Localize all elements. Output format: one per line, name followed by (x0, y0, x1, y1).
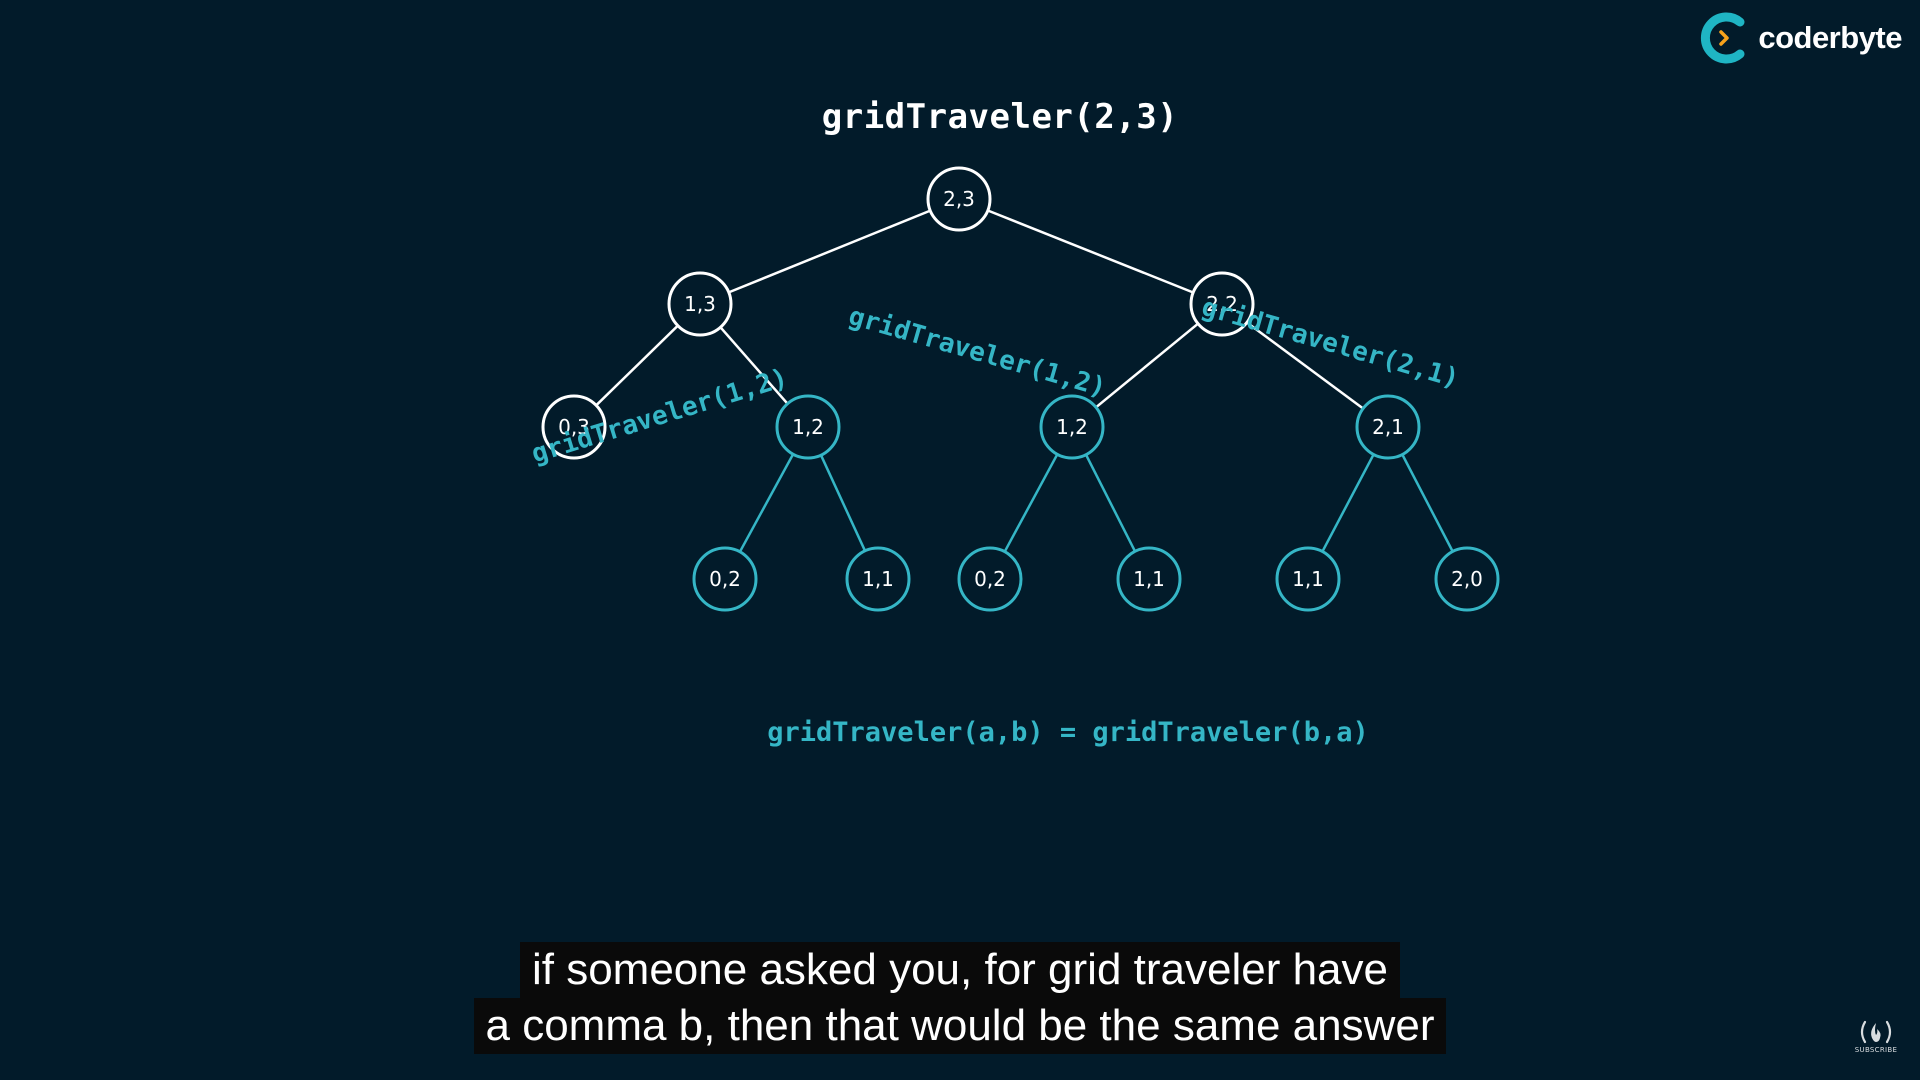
node-circle (1116, 546, 1182, 612)
call-annotation-2: gridTraveler(1,2) (845, 301, 1109, 403)
tree-edge-2-3-to-1-3 (728, 209, 931, 294)
tree-node-2-2: 2,2 (1189, 271, 1255, 337)
tree-node-1-1: 1,1 (845, 546, 911, 612)
tree-edge-1-3-to-1-2 (719, 326, 789, 405)
node-label: 0,3 (558, 415, 590, 439)
tree-edge-1-2-to-0-2 (738, 453, 795, 553)
node-label: 1,1 (1133, 567, 1165, 591)
tree-edge-2-1-to-1-1 (1321, 453, 1375, 553)
node-label: 1,1 (1292, 567, 1324, 591)
node-label: 1,2 (1056, 415, 1088, 439)
tree-node-0-2: 0,2 (957, 546, 1023, 612)
node-label: 2,1 (1372, 415, 1404, 439)
node-circle (541, 394, 607, 460)
node-label: 1,3 (684, 292, 716, 316)
tree-node-2-1: 2,1 (1355, 394, 1421, 460)
node-label: 1,2 (792, 415, 824, 439)
tree-edge-2-2-to-1-2 (1095, 322, 1199, 409)
subscribe-watermark[interactable]: SUBSCRIBE (1854, 1018, 1898, 1054)
tree-node-2-3: 2,3 (926, 166, 992, 232)
node-circle (1434, 546, 1500, 612)
tree-node-1-2: 1,2 (775, 394, 841, 460)
node-label: 2,2 (1206, 292, 1238, 316)
tree-edge-1-2-to-1-1 (1084, 454, 1137, 552)
node-circle (1039, 394, 1105, 460)
node-circle (926, 166, 992, 232)
tree-edge-2-1-to-2-0 (1401, 453, 1454, 553)
node-circle (1355, 394, 1421, 460)
symmetry-formula: gridTraveler(a,b) = gridTraveler(b,a) (767, 717, 1369, 748)
coderbyte-c-icon (1701, 12, 1745, 64)
tree-edge-1-2-to-1-1 (819, 454, 867, 552)
node-circle (1189, 271, 1255, 337)
tree-node-1-1: 1,1 (1275, 546, 1341, 612)
node-circle (845, 546, 911, 612)
subtitle-captions: if someone asked you, for grid traveler … (0, 942, 1920, 1054)
tree-edge-2-3-to-2-2 (987, 209, 1194, 294)
node-circle (957, 546, 1023, 612)
node-label: 2,3 (943, 187, 975, 211)
node-circle (775, 394, 841, 460)
node-label: 2,0 (1451, 567, 1483, 591)
node-label: 0,2 (974, 567, 1006, 591)
node-circle (692, 546, 758, 612)
node-label: 0,2 (709, 567, 741, 591)
diagram-title: gridTraveler(2,3) (821, 97, 1179, 137)
freecodecamp-flame-icon (1860, 1020, 1892, 1044)
caption-line-2: a comma b, then that would be the same a… (473, 998, 1447, 1054)
node-circle (667, 271, 733, 337)
tree-node-1-1: 1,1 (1116, 546, 1182, 612)
tree-node-2-0: 2,0 (1434, 546, 1500, 612)
tree-edge-1-2-to-0-2 (1003, 453, 1059, 553)
caption-line-1: if someone asked you, for grid traveler … (519, 942, 1400, 998)
tree-edge-2-2-to-2-1 (1246, 321, 1364, 410)
call-annotation-3: gridTraveler(2,1) (1198, 292, 1462, 394)
tree-edge-1-3-to-0-3 (595, 324, 679, 407)
tree-node-1-3: 1,3 (667, 271, 733, 337)
coderbyte-logo: coderbyte (1700, 12, 1902, 64)
tree-node-1-2: 1,2 (1039, 394, 1105, 460)
tree-node-0-3: 0,3 (541, 394, 607, 460)
subscribe-label: SUBSCRIBE (1854, 1046, 1898, 1054)
node-circle (1275, 546, 1341, 612)
tree-node-0-2: 0,2 (692, 546, 758, 612)
node-label: 1,1 (862, 567, 894, 591)
logo-wordmark: coderbyte (1758, 20, 1902, 55)
